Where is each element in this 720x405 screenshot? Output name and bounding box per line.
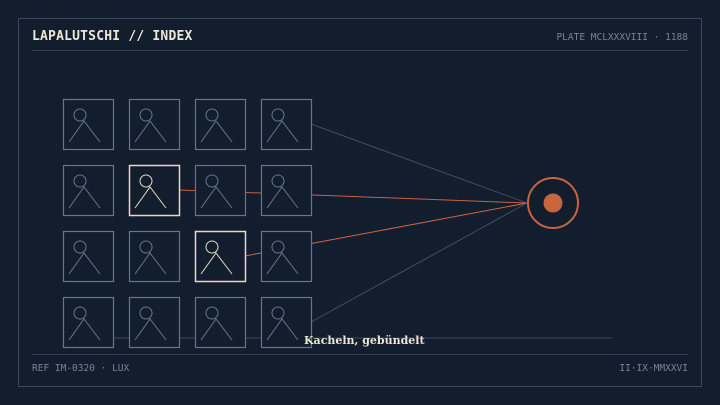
image-placeholder-icon	[266, 186, 299, 209]
diagram-caption: Kacheln, gebündelt	[304, 334, 425, 347]
tile-frame	[128, 164, 181, 217]
muted-connector-line	[310, 202, 528, 323]
tile-frame	[62, 98, 115, 151]
muted-connector-line	[310, 123, 528, 204]
image-placeholder-icon	[68, 318, 101, 341]
page-title: LAPALUTSCHI // INDEX	[32, 29, 193, 44]
image-placeholder-icon	[134, 186, 167, 209]
image-placeholder-icon	[266, 252, 299, 275]
image-placeholder-icon	[68, 120, 101, 143]
image-placeholder-icon	[139, 174, 153, 188]
tile-frame	[62, 164, 115, 217]
image-placeholder-icon	[73, 108, 87, 122]
image-tile	[62, 296, 115, 349]
plate-label: PLATE MCLXXXVIII · 1188	[556, 32, 688, 43]
image-placeholder-icon	[200, 186, 233, 209]
target-node-icon	[527, 177, 579, 229]
tile-frame	[194, 164, 247, 217]
image-tile	[260, 230, 313, 283]
date-label: II·IX·MMXXVI	[619, 363, 688, 374]
image-placeholder-icon	[200, 252, 233, 275]
target-node-core	[543, 193, 563, 213]
image-tile	[260, 296, 313, 349]
image-tile	[62, 98, 115, 151]
tile-frame	[194, 230, 247, 283]
image-placeholder-icon	[73, 306, 87, 320]
image-placeholder-icon	[139, 108, 153, 122]
image-placeholder-icon	[73, 174, 87, 188]
image-placeholder-icon	[205, 108, 219, 122]
image-placeholder-icon	[139, 240, 153, 254]
image-placeholder-icon	[271, 174, 285, 188]
image-placeholder-icon	[200, 318, 233, 341]
image-tile	[260, 164, 313, 217]
image-placeholder-icon	[134, 252, 167, 275]
image-placeholder-icon	[139, 306, 153, 320]
header-divider	[32, 50, 688, 51]
image-tile	[194, 296, 247, 349]
image-placeholder-icon	[266, 120, 299, 143]
image-placeholder-icon	[68, 186, 101, 209]
image-placeholder-icon	[271, 306, 285, 320]
image-placeholder-icon	[134, 318, 167, 341]
image-placeholder-icon	[205, 306, 219, 320]
tile-frame	[260, 296, 313, 349]
tile-frame	[260, 230, 313, 283]
image-tile	[194, 164, 247, 217]
tile-frame	[62, 296, 115, 349]
tile-frame	[260, 164, 313, 217]
image-tile	[194, 98, 247, 151]
image-tile	[128, 230, 181, 283]
outer-frame	[18, 18, 702, 387]
image-placeholder-icon	[271, 108, 285, 122]
image-placeholder-icon	[271, 240, 285, 254]
image-placeholder-icon	[68, 252, 101, 275]
highlighted-image-tile	[128, 164, 181, 217]
image-placeholder-icon	[73, 240, 87, 254]
highlighted-image-tile	[194, 230, 247, 283]
tile-frame	[260, 98, 313, 151]
tile-frame	[128, 98, 181, 151]
reference-label: REF IM-0320 · LUX	[32, 363, 130, 374]
tile-frame	[194, 98, 247, 151]
tile-frame	[128, 230, 181, 283]
image-placeholder-icon	[205, 240, 219, 254]
image-tile	[260, 98, 313, 151]
tile-frame	[128, 296, 181, 349]
tile-frame	[194, 296, 247, 349]
image-tile	[128, 98, 181, 151]
image-tile	[128, 296, 181, 349]
image-placeholder-icon	[205, 174, 219, 188]
image-placeholder-icon	[134, 120, 167, 143]
image-tile	[62, 230, 115, 283]
image-placeholder-icon	[266, 318, 299, 341]
image-tile	[62, 164, 115, 217]
image-placeholder-icon	[200, 120, 233, 143]
footer-divider	[32, 354, 688, 355]
tile-frame	[62, 230, 115, 283]
